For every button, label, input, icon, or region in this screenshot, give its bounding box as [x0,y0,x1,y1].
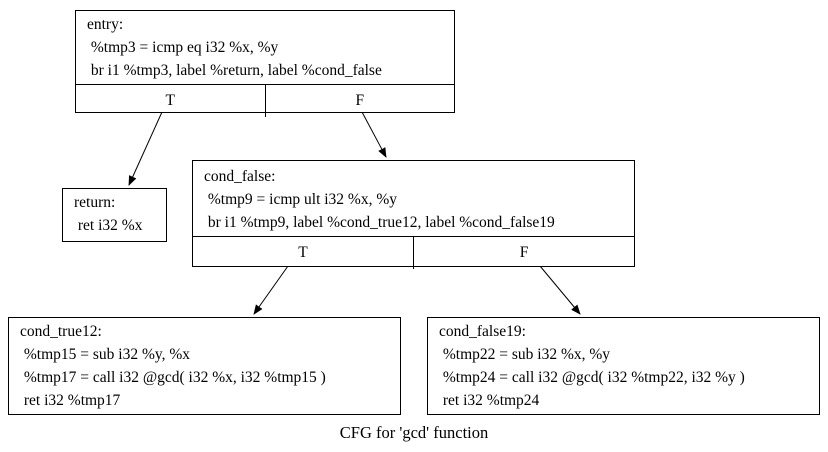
edge-entry-true-to-return [128,111,163,186]
instruction: %tmp9 = icmp ult i32 %x, %y [204,191,398,208]
instruction: ret i32 %x [74,217,143,234]
instruction: %tmp22 = sub i32 %x, %y [439,346,611,363]
block-label: cond_true12: [20,323,102,340]
node-cond-true12: cond_true12: %tmp15 = sub i32 %y, %x %tm… [8,317,401,415]
entry-branch-row: T F [76,84,454,117]
edge-cond-false-false-to-cond-false19 [539,265,581,315]
node-cond-true12-body: cond_true12: %tmp15 = sub i32 %y, %x %tm… [9,318,400,414]
instruction: br i1 %tmp9, label %cond_true12, label %… [204,214,555,231]
node-cond-false-body: cond_false: %tmp9 = icmp ult i32 %x, %y … [193,161,634,236]
node-cond-false19-body: cond_false19: %tmp22 = sub i32 %x, %y %t… [428,318,819,414]
block-label: cond_false19: [439,323,526,340]
node-return-body: return: ret i32 %x [63,189,166,239]
entry-false-port: F [355,92,365,109]
node-cond-false: cond_false: %tmp9 = icmp ult i32 %x, %y … [192,160,635,269]
block-label: return: [74,194,116,211]
instruction: ret i32 %tmp17 [20,392,121,409]
cond-false-branch-row: T F [193,236,634,269]
instruction: %tmp17 = call i32 @gcd( i32 %x, i32 %tmp… [20,369,326,386]
edge-cond-false-true-to-cond-true12 [253,265,289,315]
instruction: %tmp3 = icmp eq i32 %x, %y [87,39,279,56]
entry-true-port: T [76,85,266,117]
block-label: cond_false: [204,168,276,185]
edge-entry-false-to-cond-false [361,111,387,158]
block-label: entry: [87,16,124,33]
node-cond-false19: cond_false19: %tmp22 = sub i32 %x, %y %t… [427,317,820,415]
instruction: %tmp15 = sub i32 %y, %x [20,346,191,363]
instruction: %tmp24 = call i32 @gcd( i32 %tmp22, i32 … [439,369,745,386]
graph-title: CFG for 'gcd' function [339,423,489,442]
node-return: return: ret i32 %x [62,188,167,242]
cond-false-false-port: F [519,244,529,261]
instruction: ret i32 %tmp24 [439,392,540,409]
node-entry: entry: %tmp3 = icmp eq i32 %x, %y br i1 … [75,10,455,117]
instruction: br i1 %tmp3, label %return, label %cond_… [87,62,382,79]
cond-false-true-port: T [193,237,414,269]
node-entry-body: entry: %tmp3 = icmp eq i32 %x, %y br i1 … [76,11,454,84]
